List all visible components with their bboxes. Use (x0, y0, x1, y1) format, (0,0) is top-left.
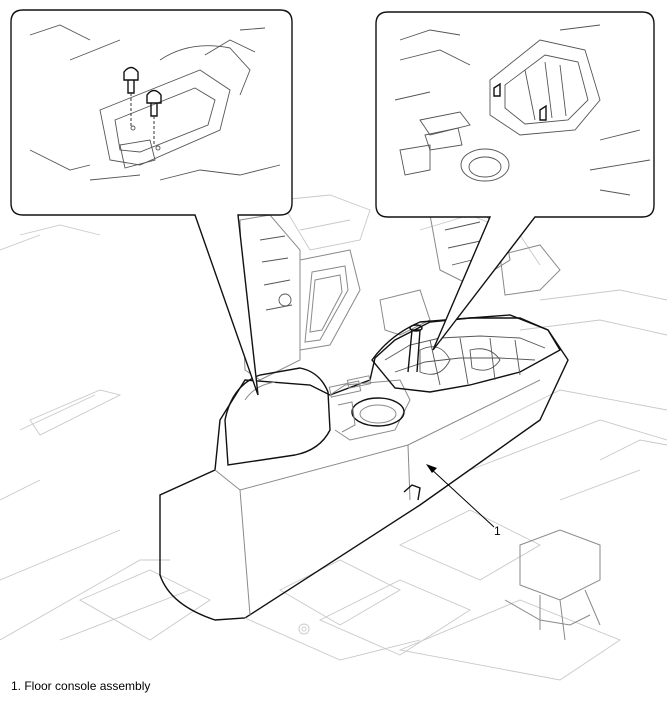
background-cabin-outline (0, 194, 667, 681)
figure-caption: 1. Floor console assembly (11, 679, 151, 693)
callout-shift-panel-screws (375, 11, 655, 351)
floor-console-assembly (159, 314, 601, 661)
part-callout-1: 1 (426, 464, 501, 538)
part-number-label: 1 (494, 524, 501, 538)
callout-armrest-bolts (10, 9, 293, 396)
